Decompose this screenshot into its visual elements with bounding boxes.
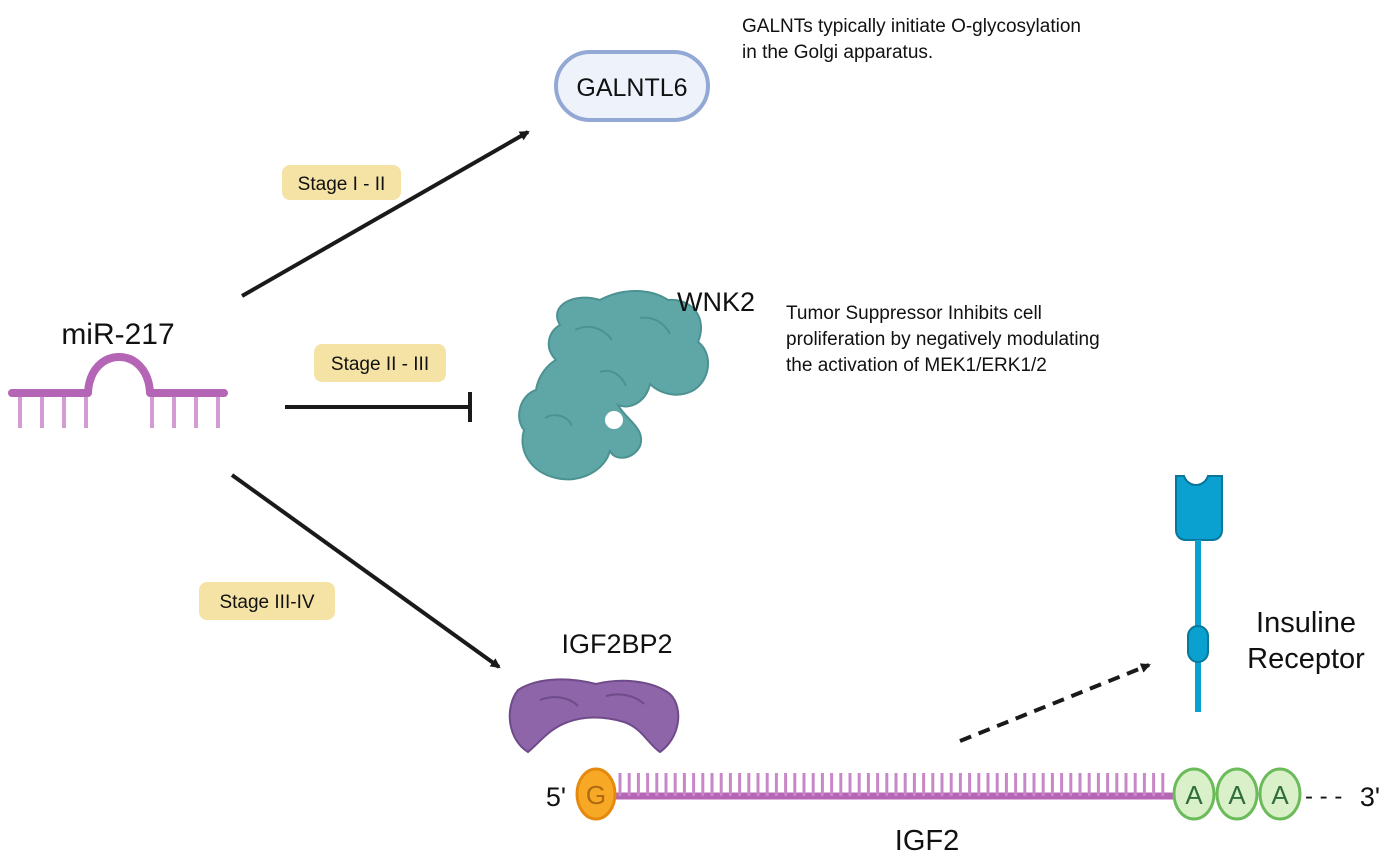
poly-a-0: A: [1185, 780, 1203, 810]
igf2-label: IGF2: [895, 825, 959, 857]
poly-a-2: A: [1271, 780, 1289, 810]
stage-badge-2-label: Stage II - III: [331, 354, 429, 375]
dashed-arrow-insulin-receptor: [959, 663, 1151, 743]
activation-arrow-igf2bp2: [230, 473, 501, 669]
igf2bp2-label: IGF2BP2: [561, 629, 672, 659]
galntl6-note-line1: GALNTs typically initiate O-glycosylatio…: [742, 16, 1081, 37]
insulin-receptor-icon: [1175, 475, 1223, 712]
poly-a-1: A: [1228, 780, 1246, 810]
wnk2-note-line2: proliferation by negatively modulating: [786, 329, 1100, 350]
poly-a-tail: A A A: [1172, 767, 1302, 821]
galntl6-note-line2: in the Golgi apparatus.: [742, 42, 933, 63]
mrna-bases: [618, 773, 1165, 796]
cap-g-label: G: [586, 780, 606, 810]
mirna-label: miR-217: [61, 318, 174, 351]
wnk2-protein-icon: [518, 290, 710, 481]
cap-g-node: [575, 767, 617, 821]
stage-badge-1: Stage I - II: [282, 165, 401, 200]
mirna-glyph: [8, 353, 228, 428]
three-prime-label: 3': [1360, 782, 1380, 812]
mirna-strand: [8, 353, 228, 397]
activation-arrow-galntl6: [241, 130, 530, 298]
insulin-receptor-label-line1: Insuline: [1256, 607, 1356, 639]
stage-badge-2: Stage II - III: [314, 344, 446, 382]
insulin-receptor-label-line2: Receptor: [1247, 643, 1365, 675]
igf2bp2-protein-icon: [508, 678, 680, 754]
igf2-mrna: 5' G A A A - - - 3' IGF2: [546, 767, 1380, 857]
stage-badge-3: Stage III-IV: [199, 582, 335, 620]
galntl6-node: GALNTL6: [554, 50, 710, 122]
stage-badge-3-label: Stage III-IV: [219, 592, 314, 613]
tail-dashes: - - -: [1305, 783, 1342, 810]
wnk2-note-line3: the activation of MEK1/ERK1/2: [786, 355, 1047, 376]
galntl6-label: GALNTL6: [576, 74, 687, 102]
stage-badge-1-label: Stage I - II: [298, 174, 386, 195]
inhibition-arrow-wnk2: [285, 392, 472, 422]
wnk2-label: WNK2: [677, 287, 755, 317]
mirna-bases: [18, 397, 220, 428]
five-prime-label: 5': [546, 782, 566, 812]
wnk2-note-line1: Tumor Suppressor Inhibits cell: [786, 303, 1042, 324]
